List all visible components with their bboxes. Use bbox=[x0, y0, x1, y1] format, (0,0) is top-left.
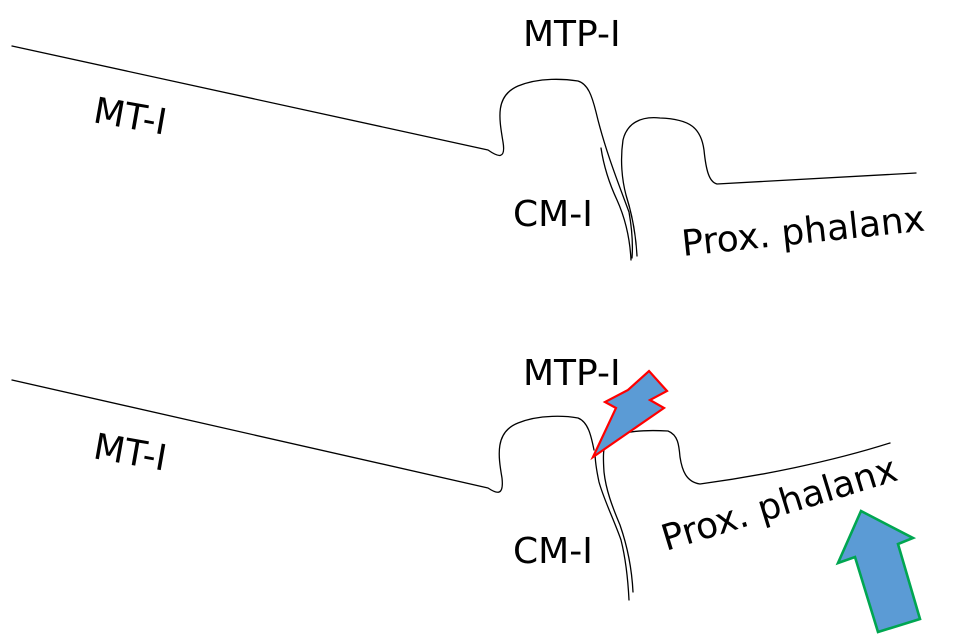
lightning-bolt-icon bbox=[590, 369, 669, 461]
metatarsal-outline bbox=[11, 45, 634, 259]
joint-label: MTP-I bbox=[523, 353, 621, 394]
panel-normal: MTP-I MT-I CM-I Prox. phalanx bbox=[11, 14, 927, 265]
arrow-up-icon bbox=[835, 509, 922, 634]
phalanx-outline bbox=[602, 429, 891, 593]
metatarsal-label: MT-I bbox=[90, 426, 169, 479]
sesamoid-label: CM-I bbox=[513, 531, 593, 572]
sesamoid-outline bbox=[600, 147, 632, 261]
phalanx-label: Prox. phalanx bbox=[680, 199, 927, 265]
sesamoid-outline bbox=[594, 451, 630, 601]
panel-injury: MTP-I MT-I CM-I Prox. phalanx bbox=[11, 353, 922, 634]
joint-label: MTP-I bbox=[523, 14, 621, 55]
sesamoid-label: CM-I bbox=[513, 194, 593, 235]
metatarsal-outline bbox=[11, 379, 595, 493]
metatarsal-label: MT-I bbox=[90, 90, 169, 143]
phalanx-outline bbox=[620, 117, 917, 257]
